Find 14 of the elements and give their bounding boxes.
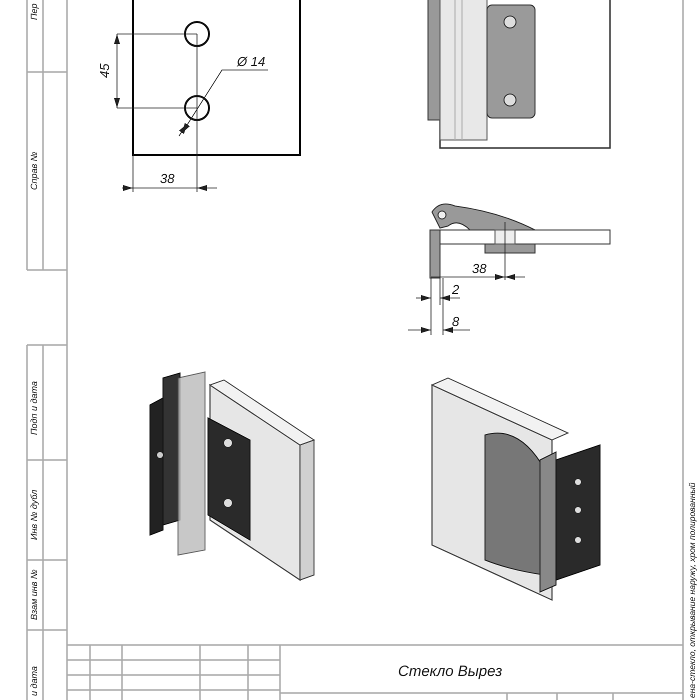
dimension-value: 38 (472, 262, 486, 275)
stamp-label: Справ № (30, 152, 39, 190)
description-text: ена-стекло, открывание наружу, хром полированный (688, 482, 696, 698)
stamp-label: Инв № дубл (30, 490, 39, 540)
dimension-value: Ø 14 (237, 55, 266, 68)
dimension-value: 2 (452, 283, 460, 296)
stamp-label: Пер (30, 3, 39, 20)
stamp-label: Подп и дата (30, 381, 39, 435)
dimension-value: 45 (98, 64, 111, 78)
title-text: Стекло Вырез (398, 664, 502, 679)
stamp-label: Взам инв № (30, 569, 39, 620)
dimension-value: 8 (452, 315, 460, 328)
dimension-value: 38 (160, 172, 174, 185)
stamp-label: и дата (30, 666, 39, 696)
